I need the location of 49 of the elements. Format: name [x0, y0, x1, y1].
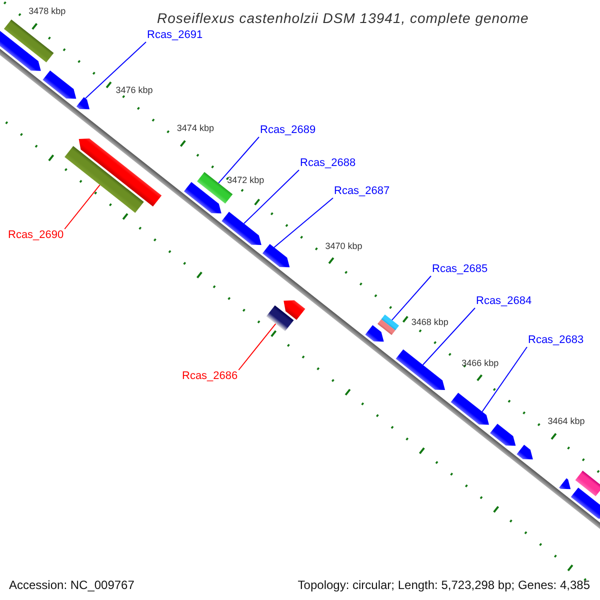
scale-label: 3470 kbp [325, 240, 362, 251]
leader-line [218, 136, 260, 184]
scale-label: 3476 kbp [116, 84, 153, 95]
gene-label: Rcas_2688 [300, 157, 356, 170]
gene-feature [490, 424, 516, 446]
scale-label: 3478 kbp [28, 6, 66, 16]
gene-feature [284, 300, 306, 320]
gene-label: Rcas_2691 [147, 29, 203, 42]
gene-feature [365, 325, 384, 342]
leader-line [64, 184, 100, 230]
gene-feature [76, 97, 90, 110]
scale-label: 3474 kbp [176, 123, 214, 134]
leader-line [391, 276, 432, 321]
gene-label: Rcas_2686 [182, 370, 238, 383]
gene-feature [222, 212, 262, 245]
gene-label: Rcas_2687 [334, 185, 390, 198]
gene-label: Rcas_2683 [528, 334, 584, 347]
scale-label: 3468 kbp [411, 317, 448, 328]
gene-feature [184, 182, 222, 214]
scale-label: 3464 kbp [548, 416, 585, 426]
gene-feature [377, 319, 396, 336]
leader-line [243, 170, 300, 224]
gene-feature [570, 488, 600, 519]
leader-line [274, 198, 334, 248]
gene-feature [0, 30, 41, 71]
title: Roseiflexus castenholzii DSM 13941, complete genome [157, 9, 529, 28]
gene-label: Rcas_2689 [260, 124, 316, 137]
scale-label: 3472 kbp [227, 175, 264, 186]
gene-feature [4, 19, 54, 62]
leader-line [422, 308, 476, 366]
genome-info: Topology: circular; Length: 5,723,298 bp; Genes: 4,385 [298, 577, 590, 594]
gene-label: Rcas_2690 [8, 229, 64, 242]
gene-feature [42, 70, 76, 99]
gene-feature [516, 444, 533, 460]
leader-line [482, 346, 528, 412]
accession-label: Accession: NC_009767 [9, 577, 134, 594]
gene-label: Rcas_2685 [432, 263, 488, 276]
gene-feature [381, 314, 400, 330]
gene-feature [575, 470, 600, 496]
gene-feature [450, 392, 489, 425]
leader-line [238, 323, 276, 370]
gene-feature [266, 305, 294, 332]
gene-label: Rcas_2684 [476, 295, 532, 308]
scale-label: 3466 kbp [462, 358, 499, 368]
gene-feature [559, 478, 571, 490]
gene-feature [262, 244, 290, 268]
gene-feature [78, 138, 162, 206]
gene-feature [396, 349, 446, 390]
gene-feature [64, 146, 144, 213]
